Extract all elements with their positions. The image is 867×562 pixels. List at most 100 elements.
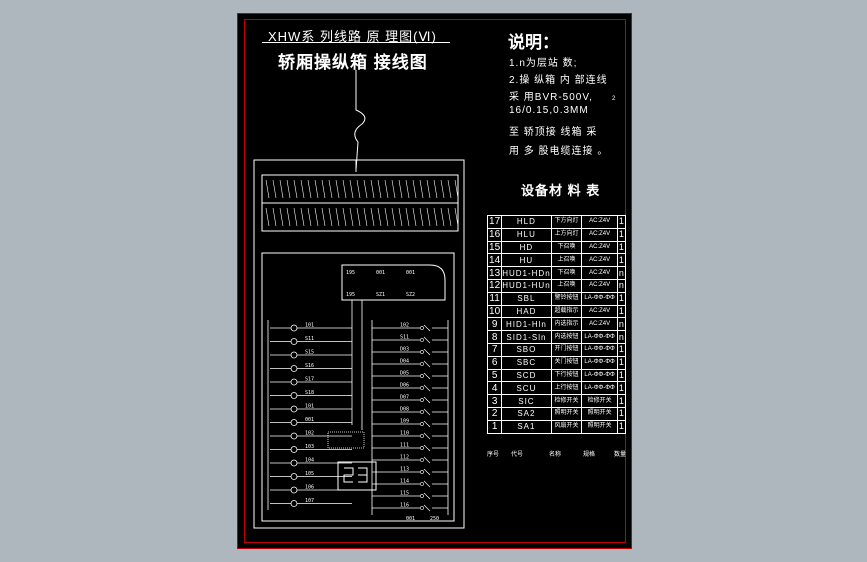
cell-spec: LA-ΦΦ-ΦΦ bbox=[581, 330, 618, 344]
right-device bbox=[372, 432, 448, 440]
right-terminal-label: D03 bbox=[400, 347, 409, 353]
terminal-tick bbox=[300, 179, 305, 199]
cell-qty: 1 bbox=[616, 368, 627, 383]
terminal-tick bbox=[265, 179, 270, 199]
note-line: 采 用BVR-500V, bbox=[509, 92, 593, 103]
right-device bbox=[372, 360, 448, 368]
right-terminal-label: 114 bbox=[400, 479, 409, 485]
cell-code: SBO bbox=[501, 342, 552, 357]
cell-no: 7 bbox=[486, 342, 503, 357]
lamp-symbol bbox=[290, 432, 298, 440]
terminal-tick bbox=[433, 179, 438, 199]
header-cell: 数量 bbox=[614, 452, 627, 458]
connector-label: 001 bbox=[406, 270, 415, 276]
terminal-tick bbox=[440, 207, 445, 227]
terminal-tick bbox=[412, 179, 417, 199]
terminal-tick bbox=[321, 179, 326, 199]
terminal-tick bbox=[293, 207, 298, 227]
cell-no: 4 bbox=[486, 381, 503, 396]
cell-spec: AC:Z4V bbox=[581, 278, 618, 293]
terminal-tick bbox=[265, 207, 270, 227]
terminal-tick bbox=[307, 179, 312, 199]
cell-code: SCU bbox=[501, 381, 552, 396]
note-line: 用 多 股电缆连接 。 bbox=[509, 146, 609, 157]
terminal-tick bbox=[321, 207, 326, 227]
title-underline bbox=[262, 42, 450, 43]
right-device bbox=[372, 504, 448, 512]
terminal-tick bbox=[286, 179, 291, 199]
contact-node bbox=[420, 386, 424, 390]
note-superscript: 2 bbox=[612, 96, 616, 102]
cell-name: 警铃按钮 bbox=[550, 291, 583, 306]
cell-name: 上行按钮 bbox=[550, 381, 583, 396]
cell-name: 内选指示 bbox=[550, 317, 583, 332]
contact-node bbox=[420, 470, 424, 474]
header-cell: 规格 bbox=[583, 452, 596, 458]
right-terminal-label: D04 bbox=[400, 359, 409, 365]
left-device bbox=[270, 405, 352, 413]
button-contact bbox=[372, 444, 448, 452]
cell-spec: AC:Z4V bbox=[581, 227, 618, 242]
drawing-subtitle: 轿厢操纵箱 接线图 bbox=[278, 53, 428, 72]
cell-name: 下召唤 bbox=[550, 240, 583, 255]
cell-no: 1 bbox=[486, 419, 503, 434]
contact-node bbox=[420, 338, 424, 342]
right-terminal-label: S11 bbox=[400, 335, 409, 341]
note-line: 16/0.15,0.3MM bbox=[509, 105, 589, 116]
cell-no: 12 bbox=[486, 278, 503, 293]
left-terminal-label: 101 bbox=[305, 323, 314, 329]
right-terminal-label: D07 bbox=[400, 395, 409, 401]
left-terminal-label: 102 bbox=[305, 431, 314, 437]
lamp-symbol bbox=[290, 338, 298, 345]
contact-node bbox=[420, 350, 424, 354]
lamp-symbol bbox=[290, 446, 298, 453]
terminal-tick bbox=[335, 179, 340, 199]
cell-name: 上召唤 bbox=[550, 278, 583, 293]
cell-qty: 1 bbox=[616, 342, 627, 357]
display-driver bbox=[327, 431, 365, 449]
right-device bbox=[372, 396, 448, 404]
cell-qty: n bbox=[616, 278, 627, 293]
button-contact bbox=[372, 480, 448, 488]
lamp-symbol bbox=[290, 486, 298, 494]
terminal-ticks bbox=[265, 179, 459, 227]
equipment-table-header: 序号 代号 名称 规格 数量 bbox=[487, 449, 626, 459]
cell-spec: 照明开关 bbox=[581, 419, 618, 434]
note-line: 1.n为层站 数; bbox=[509, 58, 578, 69]
cell-no: 13 bbox=[486, 266, 503, 280]
terminal-tick bbox=[391, 207, 396, 227]
connector-label: 001 bbox=[376, 270, 385, 276]
cell-no: 5 bbox=[486, 368, 503, 383]
cell-qty: 1 bbox=[616, 240, 627, 255]
right-terminal-label: 110 bbox=[400, 431, 409, 437]
connector-label: 195 bbox=[346, 292, 355, 298]
terminal-tick bbox=[454, 179, 459, 199]
terminal-tick bbox=[426, 179, 431, 199]
cell-name: 开门按钮 bbox=[550, 342, 583, 357]
right-device bbox=[372, 384, 448, 392]
header-cell: 名称 bbox=[549, 452, 562, 458]
terminal-tick bbox=[377, 179, 382, 199]
right-device bbox=[372, 456, 448, 464]
lamp-symbol bbox=[290, 459, 298, 467]
lamp-symbol bbox=[290, 473, 298, 480]
bus-line bbox=[267, 300, 363, 510]
cell-code: SA1 bbox=[501, 419, 552, 434]
terminal-tick bbox=[405, 207, 410, 227]
cell-no: 11 bbox=[486, 291, 503, 306]
cell-name: 下行按钮 bbox=[550, 368, 583, 383]
left-terminal-label: S15 bbox=[305, 350, 314, 356]
lamp-symbol bbox=[290, 378, 298, 386]
left-terminal-label: 104 bbox=[305, 458, 314, 464]
cell-qty: 1 bbox=[616, 419, 627, 434]
right-device bbox=[372, 468, 448, 476]
left-terminal-labels: 101S11S15S16S17S181010011021031041051061… bbox=[305, 323, 314, 505]
